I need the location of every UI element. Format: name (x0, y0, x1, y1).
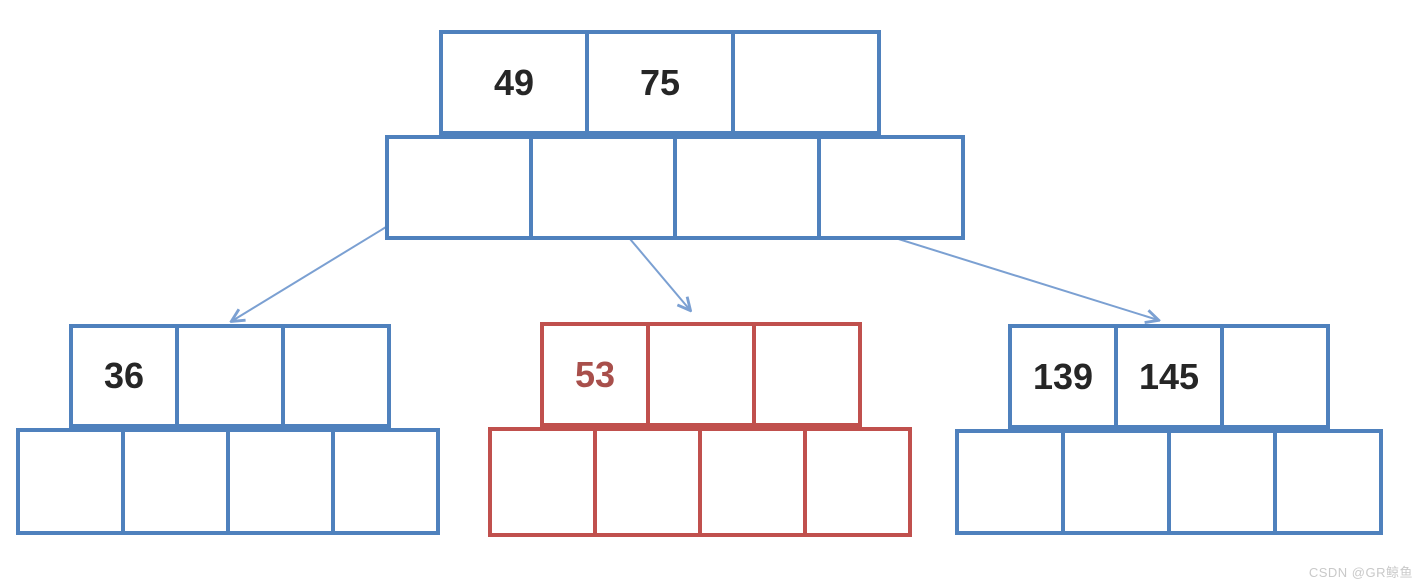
left-pointer-cell-1 (16, 428, 125, 535)
middle-child-keys-row: 53 (540, 322, 862, 427)
right-pointer-cell-2 (1061, 429, 1171, 535)
right-pointer-cell-1 (955, 429, 1065, 535)
left-child-keys-row: 36 (69, 324, 391, 428)
middle-pointer-cell-3 (698, 427, 807, 537)
middle-key-cell-2 (646, 322, 756, 427)
watermark: CSDN @GR鲸鱼 (1308, 565, 1413, 580)
left-key-cell-2 (175, 324, 285, 428)
middle-key-cell-1: 53 (540, 322, 650, 427)
left-key-cell-1: 36 (69, 324, 179, 428)
right-key-cell-3 (1220, 324, 1330, 429)
right-child-pointers-row (955, 429, 1383, 535)
middle-pointer-cell-2 (593, 427, 702, 537)
middle-pointer-cell-1 (488, 427, 597, 537)
right-pointer-cell-3 (1167, 429, 1277, 535)
root-pointers-row (385, 135, 965, 240)
root-pointer-cell-1 (385, 135, 533, 240)
right-pointer-cell-4 (1273, 429, 1383, 535)
middle-child-pointers-row (488, 427, 912, 537)
left-pointer-cell-4 (331, 428, 440, 535)
right-key-cell-1: 139 (1008, 324, 1118, 429)
root-key-cell-1: 49 (439, 30, 589, 135)
right-key-cell-2: 145 (1114, 324, 1224, 429)
left-child-pointers-row (16, 428, 440, 535)
left-key-cell-3 (281, 324, 391, 428)
middle-pointer-cell-4 (803, 427, 912, 537)
root-key-cell-3 (731, 30, 881, 135)
left-pointer-cell-3 (226, 428, 335, 535)
root-pointer-cell-3 (673, 135, 821, 240)
root-pointer-cell-2 (529, 135, 677, 240)
middle-key-cell-3 (752, 322, 862, 427)
left-pointer-cell-2 (121, 428, 230, 535)
root-key-cell-2: 75 (585, 30, 735, 135)
root-pointer-cell-4 (817, 135, 965, 240)
